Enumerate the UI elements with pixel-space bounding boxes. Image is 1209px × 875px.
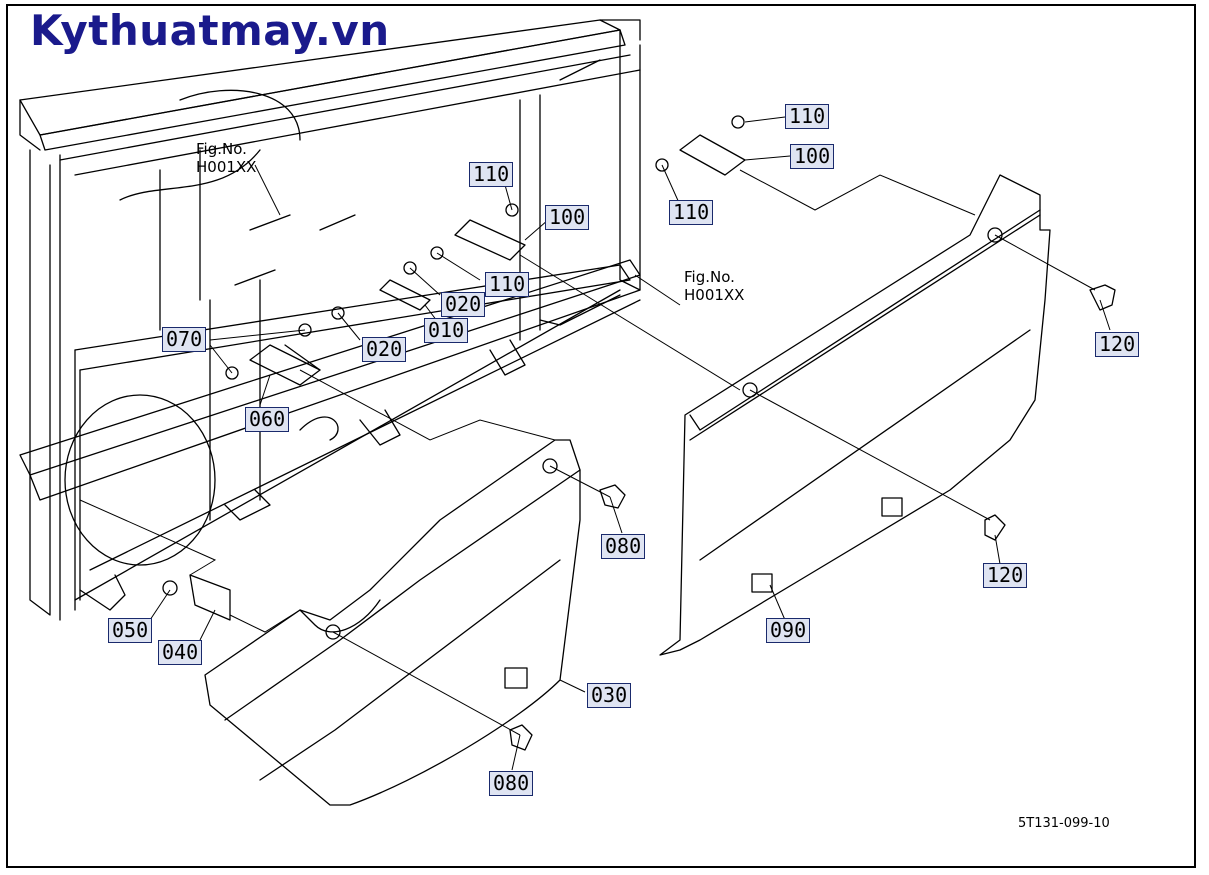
- part-label-020[interactable]: 020: [362, 337, 407, 362]
- frame-lower-rail: [19, 259, 641, 611]
- figure-ref-number: H001XX: [196, 158, 257, 176]
- part-label-110[interactable]: 110: [469, 162, 514, 187]
- part-label-120[interactable]: 120: [1095, 332, 1140, 357]
- knob-shapes: [509, 284, 1116, 751]
- part-label-110[interactable]: 110: [485, 272, 530, 297]
- side-cover-large: [659, 174, 1051, 656]
- drawing-code: 5T131-099-10: [1018, 816, 1110, 831]
- part-label-030[interactable]: 030: [587, 683, 632, 708]
- figure-ref-label: Fig.No.: [684, 268, 735, 286]
- part-label-120[interactable]: 120: [983, 563, 1028, 588]
- frame-center-panel: [74, 89, 631, 601]
- part-label-040[interactable]: 040: [158, 640, 203, 665]
- part-label-100[interactable]: 100: [790, 144, 835, 169]
- part-label-070[interactable]: 070: [162, 327, 207, 352]
- fan-opening: [64, 394, 216, 566]
- part-label-080[interactable]: 080: [489, 771, 534, 796]
- part-label-010[interactable]: 010: [424, 318, 469, 343]
- part-label-060[interactable]: 060: [245, 407, 290, 432]
- frame-posts: [29, 29, 641, 621]
- part-label-110[interactable]: 110: [785, 104, 830, 129]
- side-cover-small: [204, 439, 581, 806]
- part-label-080[interactable]: 080: [601, 534, 646, 559]
- leader-lines: [79, 116, 1111, 771]
- bolt-shapes: [162, 115, 745, 596]
- part-label-090[interactable]: 090: [766, 618, 811, 643]
- bracket-shapes: [189, 59, 746, 621]
- figure-ref-label: Fig.No.: [196, 140, 247, 158]
- figure-reference-right: Fig.No. H001XX: [684, 268, 744, 304]
- drawing-border: [6, 4, 1196, 868]
- part-label-110[interactable]: 110: [669, 200, 714, 225]
- site-watermark: Kythuatmay.vn: [30, 6, 390, 55]
- part-label-100[interactable]: 100: [545, 205, 590, 230]
- figure-reference-left: Fig.No. H001XX: [196, 140, 256, 176]
- figure-ref-number: H001XX: [684, 286, 745, 304]
- part-label-020[interactable]: 020: [441, 292, 486, 317]
- part-label-050[interactable]: 050: [108, 618, 153, 643]
